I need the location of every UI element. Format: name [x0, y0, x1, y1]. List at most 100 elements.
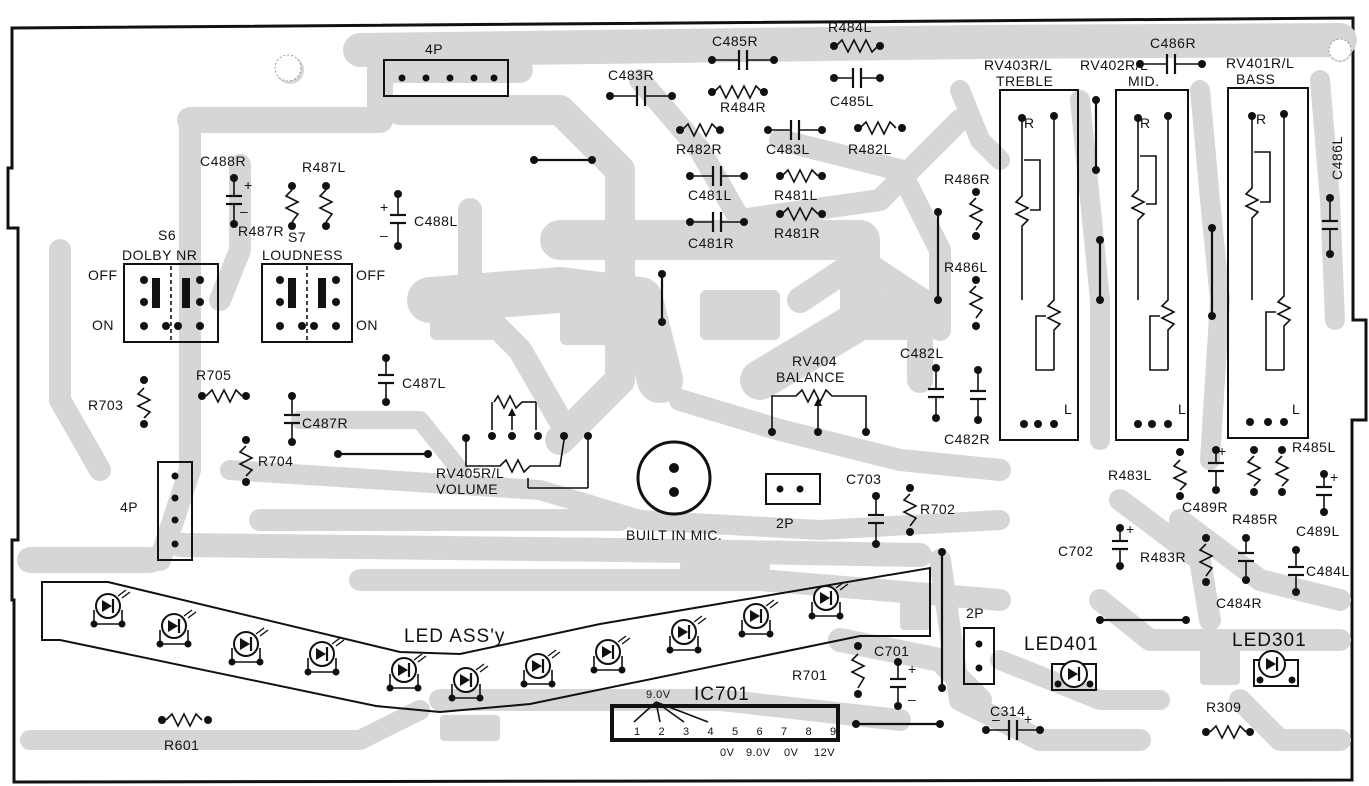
rv402-mid-pot: R L RV402R/L MID. — [1080, 57, 1189, 441]
ic701-pin-number: 2 — [659, 726, 666, 738]
s7-name: LOUDNESS — [262, 247, 343, 263]
connector-top-4p: 4P — [383, 41, 509, 97]
c701-minus: – — [908, 691, 916, 707]
rv402-ref: RV402R/L — [1080, 57, 1148, 73]
ic701-pin-number: 4 — [708, 726, 715, 738]
connector-bottom-2p: 2P — [963, 605, 995, 685]
led-bar-element — [156, 609, 197, 648]
rv405-name: VOLUME — [436, 481, 498, 497]
ic701-pin-number: 8 — [806, 726, 813, 738]
ic701-pin-number: 7 — [781, 726, 788, 738]
c489r-plus: + — [1218, 443, 1227, 459]
led-bar-element — [90, 589, 131, 628]
c484r-label: C484R — [1216, 595, 1262, 611]
connector-left-4p-label: 4P — [120, 499, 138, 515]
c481r-label: C481R — [688, 235, 734, 251]
c481l-label: C481L — [688, 187, 732, 203]
connector-top-4p-label: 4P — [425, 41, 443, 57]
s7-off: OFF — [356, 267, 386, 283]
c489l-label: C489L — [1296, 523, 1340, 539]
rv403-ref: RV403R/L — [984, 57, 1052, 73]
r701-label: R701 — [792, 667, 827, 683]
c314-minus: – — [992, 711, 1000, 727]
rv403-treble-pot: R L RV403R/L TREBLE — [984, 57, 1079, 441]
ic701-pin-voltage-1: 0V — [720, 747, 735, 759]
switch-s6: S6 DOLBY NR OFF ON — [88, 227, 219, 343]
mounting-hole-top-left — [274, 54, 302, 82]
rv403-name: TREBLE — [996, 73, 1053, 89]
r482r-label: R482R — [676, 141, 722, 157]
c487r-label: C487R — [302, 415, 348, 431]
c488r-plus: + — [244, 177, 253, 193]
s6-off: OFF — [88, 267, 118, 283]
c485r-label: C485R — [712, 33, 758, 49]
rv401-name: BASS — [1236, 71, 1275, 87]
c486r-label: C486R — [1150, 35, 1196, 51]
led-bar-element — [738, 599, 779, 638]
rv403-channel-l: L — [1064, 401, 1072, 417]
r703-label: R703 — [88, 397, 123, 413]
r483r-label: R483R — [1140, 549, 1186, 565]
s7-ref: S7 — [288, 229, 306, 245]
r484r-label: R484R — [720, 99, 766, 115]
left-middle-components: R703 R705 C487L C487R R704 4P — [88, 354, 446, 561]
r486-components: R486R R486L — [934, 171, 990, 330]
led-assembly: LED ASS'y — [41, 566, 931, 714]
rv404-balance-pot: RV404 BALANCE — [768, 353, 870, 436]
r485l-label: R485L — [1292, 439, 1336, 455]
rv401-channel-r: R — [1256, 111, 1267, 127]
led-bar-element — [520, 649, 561, 688]
r481r-label: R481R — [774, 225, 820, 241]
c487l-label: C487L — [402, 375, 446, 391]
r704-label: R704 — [258, 453, 293, 469]
c701-label: C701 — [874, 643, 909, 659]
r487l-label: R487L — [302, 159, 346, 175]
led301-label: LED301 — [1232, 630, 1307, 651]
jumper-middle-pad-a — [658, 270, 666, 278]
rv404-name: BALANCE — [776, 369, 845, 385]
c314-label: C314 — [990, 703, 1025, 719]
c486l-label: C486L — [1329, 136, 1345, 180]
c489l-plus: + — [1330, 469, 1339, 485]
built-in-mic: BUILT IN MIC. — [626, 440, 722, 543]
r481l-label: R481L — [774, 187, 818, 203]
c488r-minus: – — [240, 203, 248, 219]
s6-ref: S6 — [158, 227, 176, 243]
led-bar-element — [808, 581, 849, 620]
ic701-supply-top: 9.0V — [646, 689, 671, 701]
rv401-channel-l: L — [1292, 401, 1300, 417]
connector-mic-2p: 2P — [765, 473, 821, 531]
c488l-minus: – — [380, 227, 388, 243]
switch-s7: S7 LOUDNESS OFF ON — [261, 229, 386, 343]
ic701-pin-voltage-2: 9.0V — [746, 747, 771, 759]
s6-on: ON — [92, 317, 114, 333]
s7-on: ON — [356, 317, 378, 333]
r486l-label: R486L — [944, 259, 988, 275]
r484l-label: R484L — [828, 19, 872, 35]
c488l-plus: + — [380, 199, 389, 215]
rv404-ref: RV404 — [792, 353, 837, 369]
rv405-ref: RV405R/L — [436, 465, 504, 481]
c486l-component: C486L — [1322, 136, 1345, 258]
ic701-pin-voltage-3: 0V — [784, 747, 799, 759]
c488r-label: C488R — [200, 153, 246, 169]
c488l-label: C488L — [414, 213, 458, 229]
r702-label: R702 — [920, 501, 955, 517]
r601-label: R601 — [164, 737, 199, 753]
rv401-bass-pot: R L RV401R/L BASS — [1226, 55, 1309, 439]
c483r-label: C483R — [608, 67, 654, 83]
right-lower-components: R483L + C489R R485L + C489L R485R C484R … — [1058, 439, 1349, 624]
r309-r601-components: R309 R601 — [158, 699, 1254, 753]
ic701-label: IC701 — [694, 684, 750, 705]
r486r-label: R486R — [944, 171, 990, 187]
c703-label: C703 — [846, 471, 881, 487]
mounting-hole-top-right — [1328, 38, 1352, 62]
rv403-channel-r: R — [1024, 115, 1035, 131]
c701-plus: + — [908, 661, 917, 677]
led-bar-element — [448, 663, 489, 702]
c483l-label: C483L — [766, 141, 810, 157]
c314-plus: + — [1024, 711, 1033, 727]
led-bar-element — [590, 635, 631, 674]
